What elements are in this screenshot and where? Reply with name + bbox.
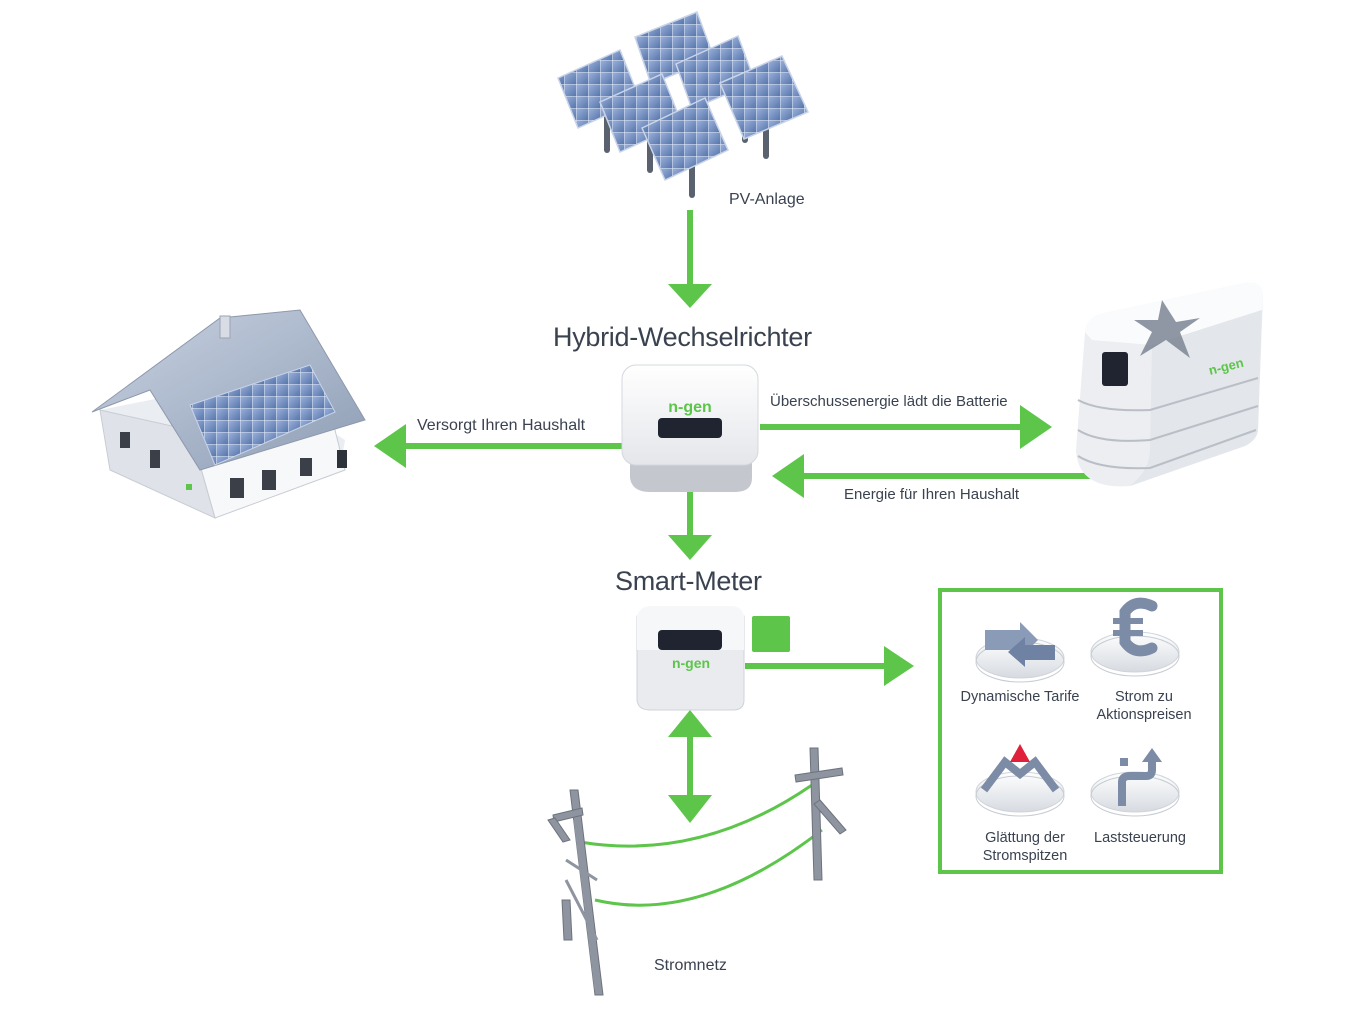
arrow-pv-to-inverter [668,210,712,308]
feature-label-load-control: Laststeuerung [1094,830,1186,846]
load-control-icon [1090,748,1180,817]
inverter-title: Hybrid-Wechselrichter [553,322,812,352]
smart-meter-device: n-gen [636,606,790,711]
grid-label: Stromnetz [654,957,727,974]
meter-module [752,616,790,652]
arrow-inverter-to-meter [668,486,712,560]
arrow-battery-to-inverter [772,454,1090,498]
arrow-inverter-to-house [374,424,622,468]
house-illustration [91,309,366,519]
feature-label-peak-smoothing: Glättung der Stromspitzen [982,830,1068,864]
feature-label-dynamic-tariffs: Dynamische Tarife [960,689,1080,705]
features-panel [938,588,1223,874]
inverter-display [658,418,722,438]
transfer-arrows-icon [975,622,1065,683]
battery-storage-illustration: n-gen [1076,282,1263,487]
flow-label-house: Versorgt Ihren Haushalt [417,417,586,434]
arrow-inverter-to-battery [760,405,1052,449]
meter-display [658,630,722,650]
feature-label-promo-prices: Strom zu Aktionspreisen [1096,689,1192,723]
meter-logo: n-gen [672,655,710,671]
inverter-logo: n-gen [668,399,712,416]
hybrid-inverter-device: n-gen [621,364,759,492]
arrow-meter-grid-bidirectional [668,710,712,823]
meter-title: Smart-Meter [615,566,762,596]
arrow-meter-to-features [745,646,914,686]
flow-label-battery-charge: Überschussenergie lädt die Batterie [770,393,1008,410]
flow-label-battery-discharge: Energie für Ihren Haushalt [844,486,1020,503]
pv-label: PV-Anlage [729,191,805,208]
pv-array-illustration [557,11,810,198]
peak-smoothing-icon [975,744,1065,817]
power-grid-illustration [547,747,847,996]
euro-icon [1090,597,1180,677]
